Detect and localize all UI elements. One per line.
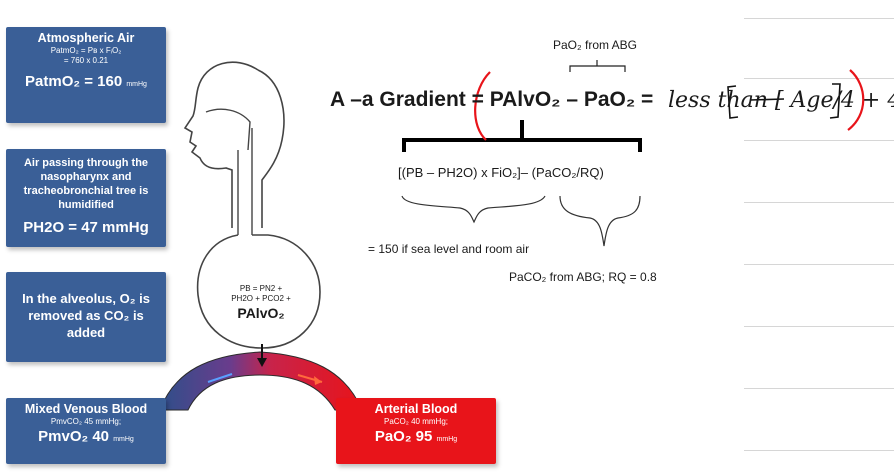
arterial-box: Arterial Blood PaCO₂ 40 mmHg; PaO₂ 95 mm… — [336, 398, 496, 464]
alveolus-text: In the alveolus, O₂ is removed as CO₂ is… — [12, 290, 160, 341]
arterial-title: Arterial Blood — [342, 402, 490, 417]
venous-value: PmvO₂ 40 — [38, 428, 109, 445]
palvo2-expansion: [(PB – PH2O) x FiO₂]– (PaCO₂/RQ) — [398, 165, 604, 180]
alveolus-box: In the alveolus, O₂ is removed as CO₂ is… — [6, 272, 166, 362]
arterial-value: PaO₂ 95 — [375, 428, 433, 445]
arterial-unit: mmHg — [437, 436, 458, 443]
head-back — [258, 70, 284, 228]
bubble-palvo2: PAlvO₂ — [228, 304, 294, 322]
atmospheric-value: PatmO₂ = 160 — [25, 73, 122, 90]
sea-level-brace — [402, 196, 545, 222]
atmospheric-air-box: Atmospheric Air PatmO₂ = Pʙ x FᵢO₂ = 760… — [6, 27, 166, 123]
ph2o-value: PH2O = 47 mmHg — [12, 218, 160, 238]
pao2-bracket — [570, 66, 625, 72]
handwritten-age-rule: less than [ Age/4 + 4 ] — [668, 88, 894, 113]
venous-unit: mmHg — [113, 436, 134, 443]
venous-title: Mixed Venous Blood — [12, 402, 160, 417]
paco2-brace — [560, 196, 640, 246]
sea-level-note: = 150 if sea level and room air — [368, 242, 529, 256]
paco2-rq-note: PaCO₂ from ABG; RQ = 0.8 — [509, 270, 657, 284]
bubble-line2: PH2O + PCO2 + — [228, 294, 294, 304]
venous-sub: PmvCO₂ 45 mmHg; — [12, 417, 160, 427]
atmospheric-title: Atmospheric Air — [12, 31, 160, 46]
humidified-air-box: Air passing through the nasopharynx and … — [6, 149, 166, 247]
bubble-line1: PB = PN2 + — [228, 284, 294, 294]
head-outline — [185, 62, 258, 228]
nasal-passage — [206, 109, 250, 150]
arterial-sub: PaCO₂ 40 mmHg; — [342, 417, 490, 427]
humidified-text: Air passing through the nasopharynx and … — [12, 156, 160, 212]
palvo2-bracket — [404, 140, 640, 152]
mixed-venous-box: Mixed Venous Blood PmvCO₂ 45 mmHg; PmvO₂… — [6, 398, 166, 464]
atmospheric-calc: = 760 x 0.21 — [12, 56, 160, 66]
atmospheric-formula: PatmO₂ = Pʙ x FᵢO₂ — [12, 46, 160, 56]
aa-gradient-equation: A –a Gradient = PAlvO₂ – PaO₂ = — [330, 88, 653, 112]
alveolus-bubble-text: PB = PN2 + PH2O + PCO2 + PAlvO₂ — [228, 284, 294, 322]
atmospheric-unit: mmHg — [126, 81, 147, 88]
pao2-from-abg-note: PaO₂ from ABG — [553, 38, 637, 52]
